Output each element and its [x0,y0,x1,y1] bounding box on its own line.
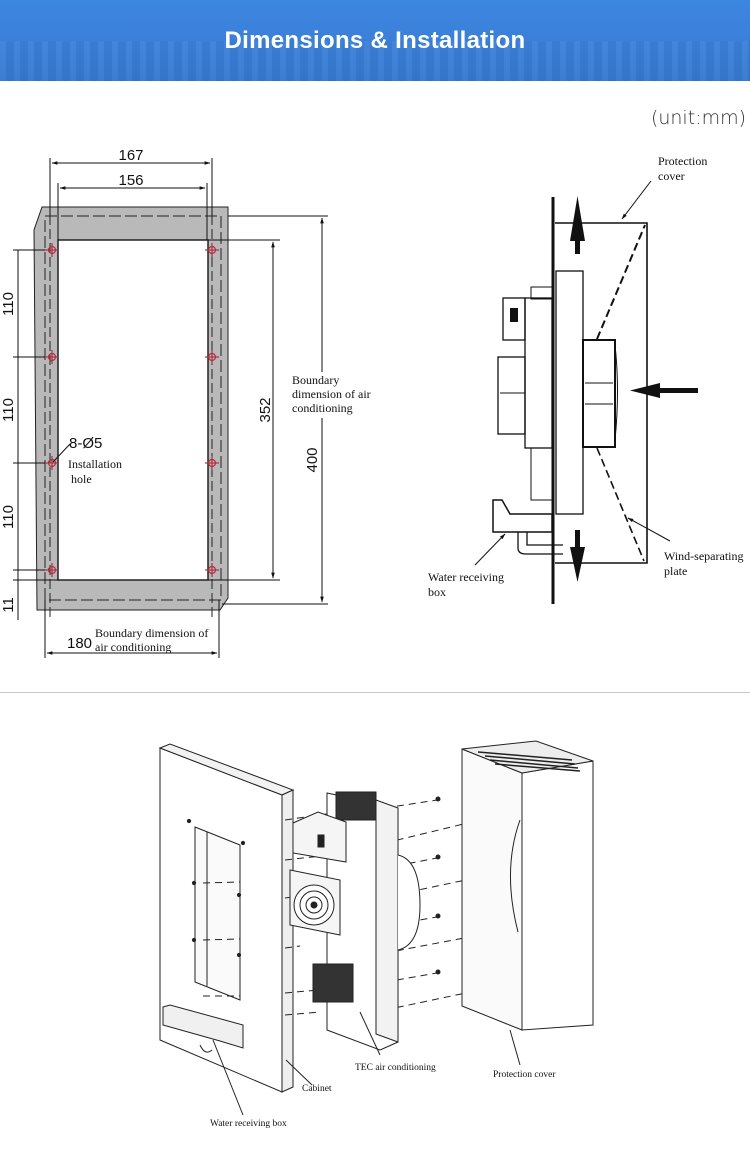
protection-cover-label: Protection [658,154,707,168]
dim-110-a: 110 [0,292,17,316]
front-view-drawing: 167 156 110 110 110 11 8-Ø5 Installation… [0,147,744,658]
header-banner: Dimensions & Installation [0,0,750,81]
mounting-frame [33,206,229,620]
boundary-bottom-label: Boundary dimension of [95,626,208,640]
installation-holes [45,243,219,577]
left-dimensions [13,249,58,620]
arrow-up-icon [570,196,585,241]
protection-cover-label-2: cover [658,169,685,183]
airflow-arrows [570,196,698,582]
cabinet-panel [158,743,295,1093]
boundary-bottom-label-2: air conditioning [95,640,171,654]
unit-label: (unit:mm) [650,107,746,129]
holes-label: 8-Ø5 [69,435,102,452]
dim-352: 352 [257,397,274,422]
tec-label: TEC air conditioning [355,1063,436,1073]
page-title: Dimensions & Installation [224,26,526,54]
dim-167: 167 [118,147,143,164]
installation-hole-label-2: hole [71,472,92,486]
water-box-label-2: box [428,585,446,599]
boundary-right-label-3: conditioning [292,401,353,415]
boundary-right-label-2: dimension of air [292,387,371,401]
side-view-drawing [492,197,648,604]
dim-110-b: 110 [0,398,17,422]
dim-400: 400 [304,447,321,472]
top-dimensions [49,158,213,240]
protection-cover [461,740,594,1031]
dim-11: 11 [0,597,17,613]
screws [435,796,487,991]
leader-lines [212,1011,521,1116]
arrow-left-icon [630,383,660,398]
water-box-label-exploded: Water receiving box [210,1119,287,1129]
arrow-down-icon [570,547,585,582]
wind-plate-label: Wind-separating [664,549,744,563]
installation-hole-label: Installation [68,457,122,471]
cabinet-label: Cabinet [302,1084,332,1094]
tec-air-conditioner [289,791,421,1051]
section-divider [0,692,750,693]
protection-cover-label-exploded: Protection cover [493,1070,556,1080]
boundary-right-label: Boundary [292,373,339,387]
dim-156: 156 [118,172,143,189]
guide-lines [202,799,481,1016]
water-box-label: Water receiving [428,570,504,584]
bottom-dimension [44,600,220,658]
dim-180: 180 [67,635,92,652]
wind-plate-label-2: plate [664,564,687,578]
dim-110-c: 110 [0,505,17,529]
